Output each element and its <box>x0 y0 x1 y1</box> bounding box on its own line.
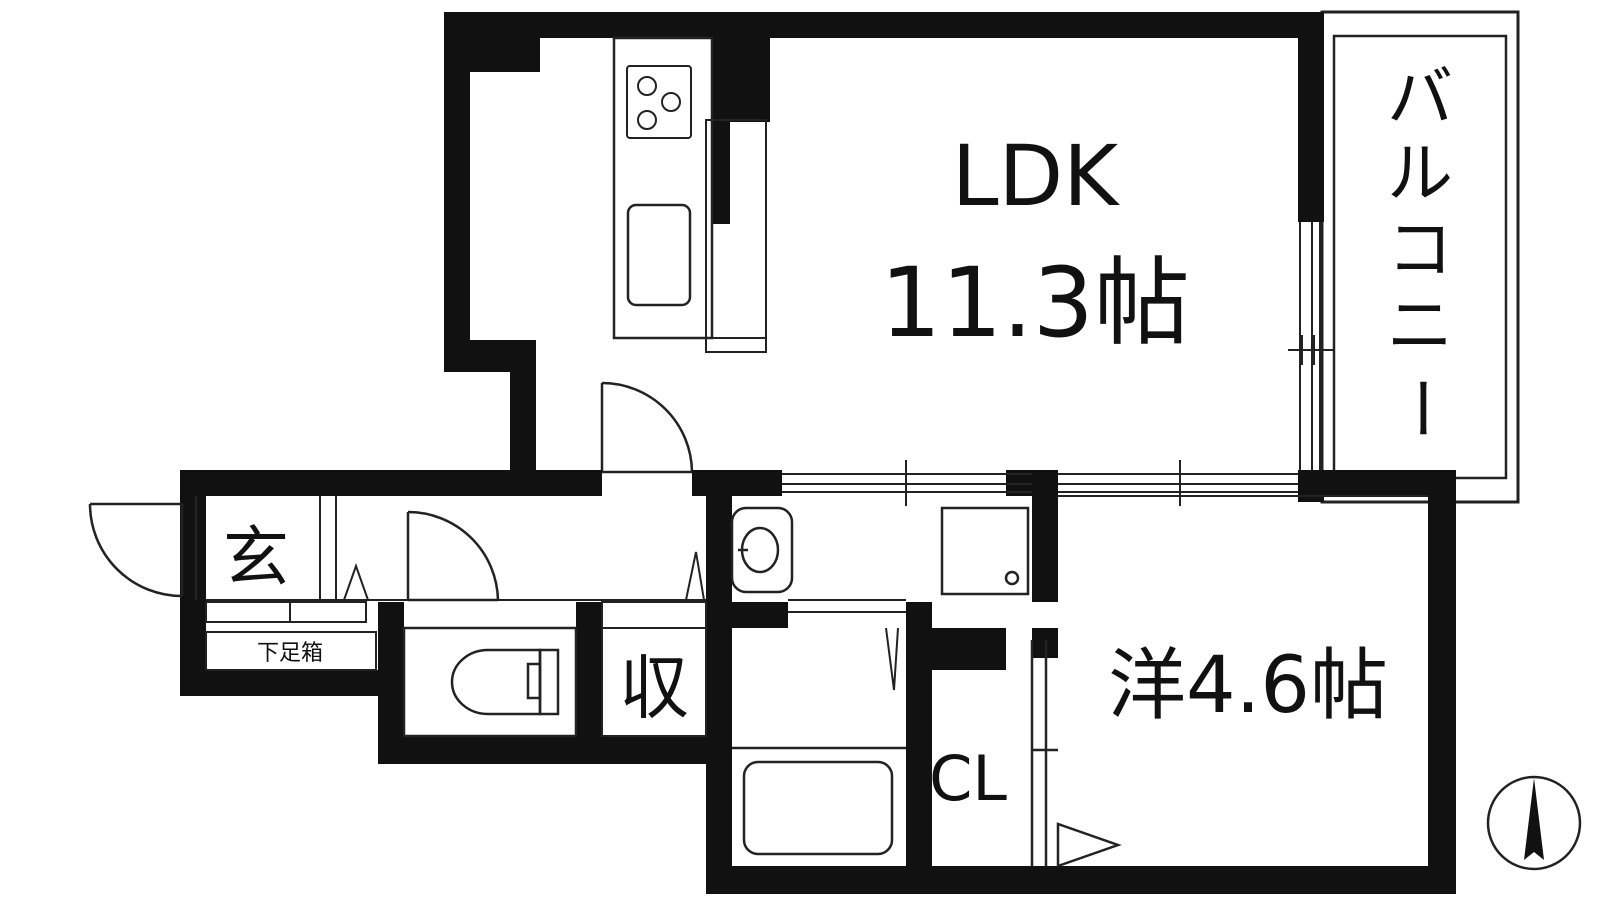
balcony-label: バ ル コ ニ ー <box>1382 59 1459 441</box>
stove-icon <box>626 65 692 139</box>
balcony-char-3: コ <box>1387 211 1453 288</box>
storage <box>601 601 707 737</box>
north-arrow-icon <box>1486 775 1582 871</box>
western-room-label: 洋4.6帖 <box>1108 641 1388 731</box>
closet-label: CL <box>929 742 1007 815</box>
toilet-icon <box>402 626 578 738</box>
washing-machine-icon <box>940 506 1030 596</box>
storage-label: 収 <box>619 647 689 729</box>
kitchen-counter <box>612 36 767 353</box>
bathroom-door <box>788 599 906 691</box>
ldk-size-label: 11.3帖 <box>880 247 1190 359</box>
balcony-char-2: ル <box>1387 135 1453 212</box>
sink-icon <box>626 203 692 307</box>
balcony-window <box>1288 222 1334 470</box>
washbasin-icon <box>730 506 794 594</box>
shoe-box-label: 下足箱 <box>257 641 323 666</box>
entrance-door <box>88 496 198 600</box>
bathtub-icon <box>732 746 906 856</box>
closet <box>1030 640 1122 868</box>
ldk-sliding-door <box>782 460 1298 506</box>
balcony-char-1: バ <box>1387 59 1453 136</box>
entrance-label: 玄 <box>223 519 289 596</box>
hall-marks <box>343 551 705 601</box>
balcony-char-4: ニ <box>1387 287 1453 364</box>
toilet-door <box>406 510 500 602</box>
ldk-door <box>600 381 694 474</box>
ldk-label: LDK <box>952 127 1120 225</box>
balcony-char-5: ー <box>1382 375 1459 441</box>
shoe-box <box>205 601 377 671</box>
lower-walls <box>180 470 1456 894</box>
